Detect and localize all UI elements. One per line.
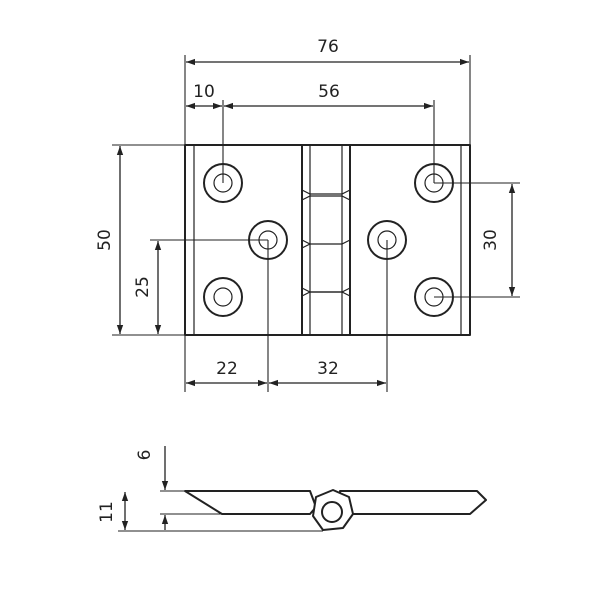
- dimension-label-22: 22: [216, 359, 238, 379]
- hinge-leaf-left: [184, 490, 317, 515]
- dimension-label-76: 76: [317, 37, 339, 57]
- dimension-label-10: 10: [193, 82, 215, 102]
- dimension-label-32: 32: [317, 359, 339, 379]
- dimension-label-50: 50: [95, 229, 115, 251]
- dimension-label-30: 30: [481, 229, 501, 251]
- dimension-label-11: 11: [97, 501, 117, 523]
- mounting-hole: [203, 277, 243, 317]
- hinge-knuckle: [301, 144, 351, 336]
- dimension-label-25: 25: [133, 276, 153, 298]
- side-view: 6 11: [97, 446, 487, 532]
- top-view: 76 56 10 50 25 30 22 32: [95, 37, 520, 392]
- dimension-label-56: 56: [318, 82, 340, 102]
- dimension-label-6: 6: [135, 450, 155, 461]
- hinge-leaf-right: [339, 490, 487, 515]
- hinge-knuckle-section: [312, 489, 354, 531]
